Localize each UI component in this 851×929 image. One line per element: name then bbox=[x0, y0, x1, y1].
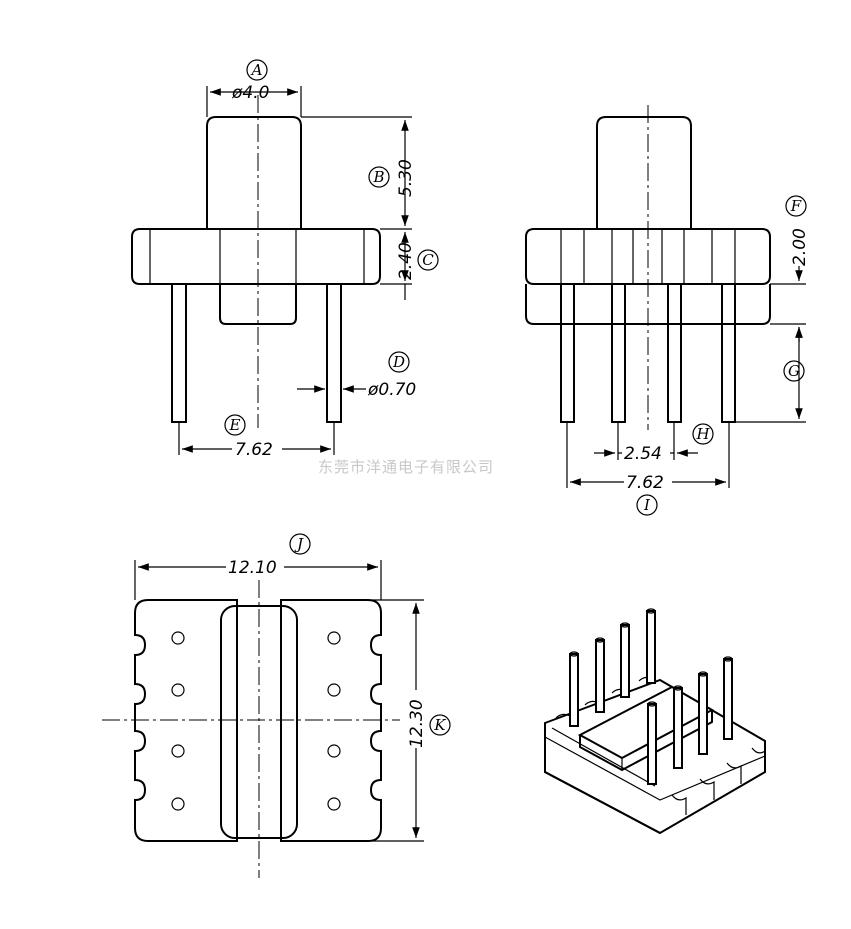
label-j: J bbox=[294, 535, 304, 553]
label-f: F bbox=[790, 197, 802, 215]
front-view: ø4.0 A 5.30 2.40 B C ø0.70 D 7.62 E bbox=[131, 59, 439, 460]
label-d: D bbox=[392, 353, 405, 371]
label-b: B bbox=[372, 168, 384, 186]
bottom-view: 12.10 J 12.30 K bbox=[102, 533, 451, 878]
dim-h-value: 2.54 bbox=[624, 444, 662, 464]
dim-k-value: 12.30 bbox=[407, 699, 427, 748]
dim-c-value: 2.40 bbox=[396, 242, 416, 280]
label-k: K bbox=[433, 716, 446, 734]
dim-d-value: ø0.70 bbox=[367, 380, 416, 400]
dim-f-value: 2.00 bbox=[790, 228, 810, 266]
dim-a-value: ø4.0 bbox=[231, 83, 269, 103]
dim-b-value: 5.30 bbox=[396, 159, 416, 197]
dim-e-value: 7.62 bbox=[235, 440, 273, 460]
label-e: E bbox=[229, 416, 241, 434]
label-g: G bbox=[788, 362, 800, 380]
label-a: A bbox=[250, 61, 263, 79]
dim-j-value: 12.10 bbox=[228, 558, 277, 578]
isometric-view bbox=[544, 608, 766, 835]
dim-i-value: 7.62 bbox=[626, 473, 664, 493]
label-i: I bbox=[643, 496, 651, 514]
label-h: H bbox=[695, 425, 710, 443]
watermark: 东莞市洋通电子有限公司 bbox=[318, 458, 494, 476]
label-c: C bbox=[422, 251, 434, 269]
side-view: 2.00 F G 2.54 H 7.62 I bbox=[525, 105, 810, 516]
